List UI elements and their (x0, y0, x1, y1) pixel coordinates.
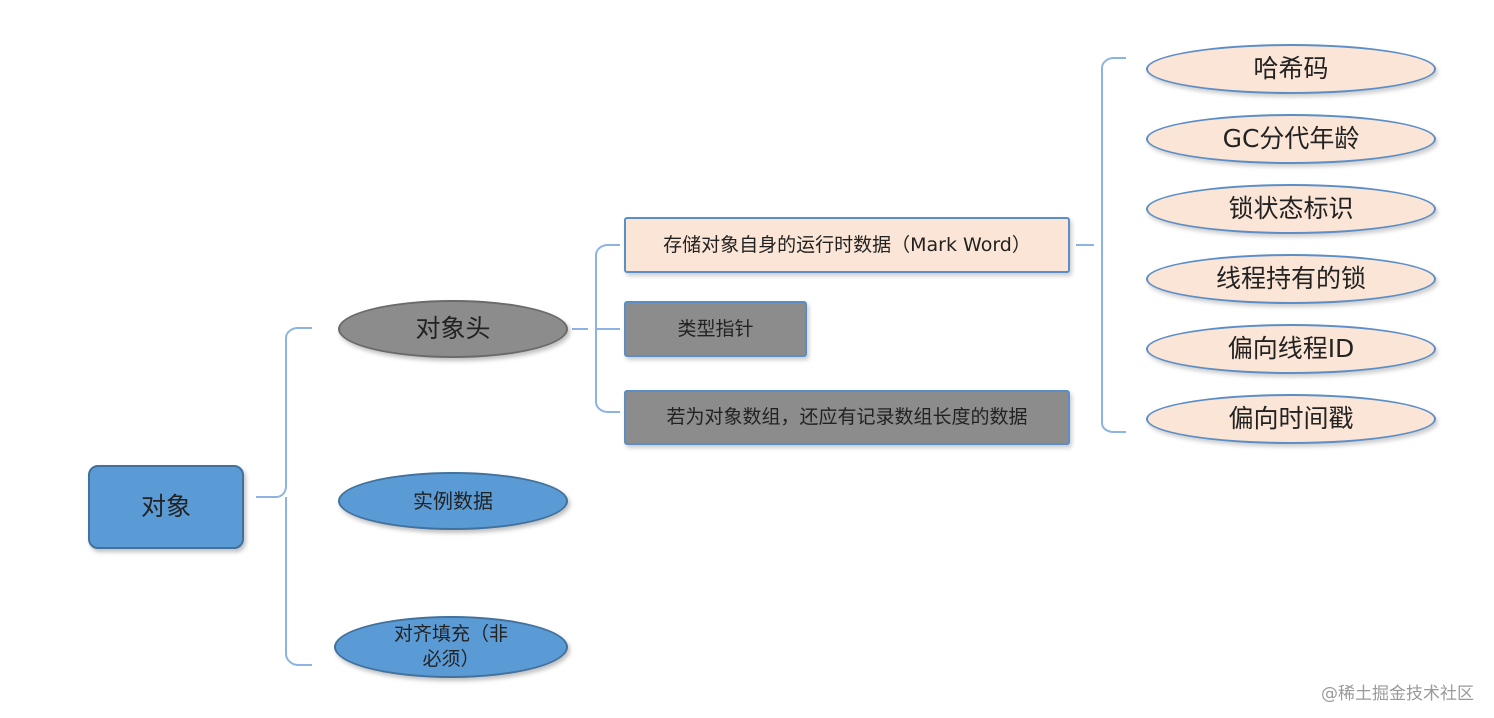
thread-lock-node: 线程持有的锁 (1146, 254, 1436, 304)
root-label: 对象 (140, 491, 191, 521)
object-header-label: 对象头 (415, 313, 491, 343)
mark-word-node: 存储对象自身的运行时数据（Mark Word） (624, 217, 1070, 273)
root-node: 对象 (88, 465, 244, 549)
type-pointer-node: 类型指针 (624, 301, 807, 357)
biased-thread-id-node: 偏向线程ID (1146, 324, 1436, 374)
hashcode-node: 哈希码 (1146, 44, 1436, 94)
padding-node: 对齐填充（非 必须） (334, 616, 568, 678)
gc-age-node: GC分代年龄 (1146, 114, 1436, 164)
bracket-root (256, 327, 312, 666)
thread-lock-label: 线程持有的锁 (1215, 263, 1366, 293)
type-pointer-label: 类型指针 (677, 317, 754, 340)
lock-state-label: 锁状态标识 (1228, 193, 1354, 223)
padding-label-line1: 对齐填充（非 (393, 623, 508, 646)
biased-thread-id-label: 偏向线程ID (1227, 333, 1355, 363)
array-length-node: 若为对象数组，还应有记录数组长度的数据 (624, 390, 1070, 445)
biased-timestamp-node: 偏向时间戳 (1146, 394, 1436, 444)
padding-label-line2: 必须） (422, 648, 480, 670)
bracket-header (572, 244, 620, 413)
array-length-label: 若为对象数组，还应有记录数组长度的数据 (666, 406, 1028, 429)
bracket-markword (1076, 57, 1126, 433)
mark-word-label: 存储对象自身的运行时数据（Mark Word） (663, 233, 1031, 256)
instance-data-label: 实例数据 (413, 489, 493, 513)
biased-timestamp-label: 偏向时间戳 (1228, 403, 1354, 433)
gc-age-label: GC分代年龄 (1222, 123, 1360, 153)
lock-state-node: 锁状态标识 (1146, 184, 1436, 234)
hashcode-label: 哈希码 (1253, 53, 1329, 83)
object-header-node: 对象头 (338, 300, 568, 358)
instance-data-node: 实例数据 (338, 472, 568, 530)
watermark: @稀土掘金技术社区 (1321, 684, 1474, 704)
